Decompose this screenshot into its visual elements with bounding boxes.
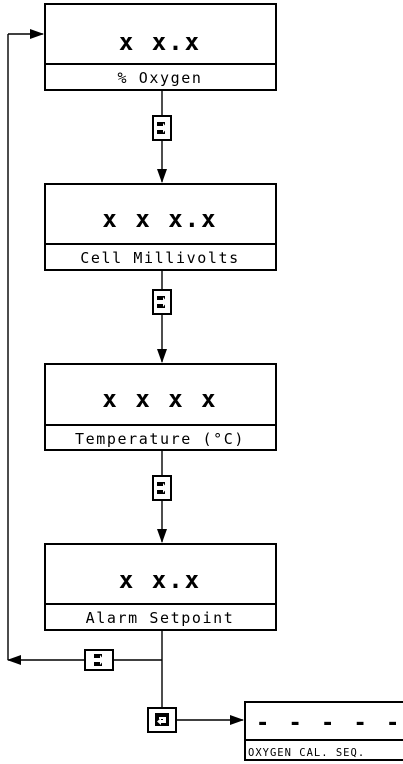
display-cell-millivolts: x x x.x Cell Millivolts (44, 183, 277, 271)
display-cell-millivolts-label: Cell Millivolts (80, 249, 239, 267)
display-temperature: x x x x Temperature (°C) (44, 363, 277, 451)
display-oxygen-label: % Oxygen (117, 69, 202, 87)
display-alarm-setpoint: x x.x Alarm Setpoint (44, 543, 277, 631)
display-oxygen-value: x x.x (119, 28, 201, 56)
enter-key-1[interactable] (152, 115, 172, 141)
display-temperature-label: Temperature (°C) (75, 430, 245, 448)
escape-key[interactable] (147, 707, 177, 733)
loop-key-icon (155, 713, 169, 726)
loop-back-connector (7, 29, 163, 665)
enter-key-3[interactable] (152, 475, 172, 501)
enter-key-4[interactable] (84, 649, 114, 671)
display-alarm-setpoint-value: x x.x (119, 566, 201, 594)
display-temperature-value: x x x x (102, 385, 217, 413)
display-oxygen-cal-seq-label: OXYGEN CAL. SEQ. (248, 747, 365, 759)
display-oxygen-cal-seq-value: - - - - - (256, 711, 402, 736)
enter-key-2[interactable] (152, 289, 172, 315)
display-oxygen: x x.x % Oxygen (44, 3, 277, 91)
display-alarm-setpoint-label: Alarm Setpoint (86, 609, 235, 627)
display-cell-millivolts-value: x x x.x (102, 205, 217, 233)
display-oxygen-cal-seq: - - - - - OXYGEN CAL. SEQ. (244, 701, 403, 761)
